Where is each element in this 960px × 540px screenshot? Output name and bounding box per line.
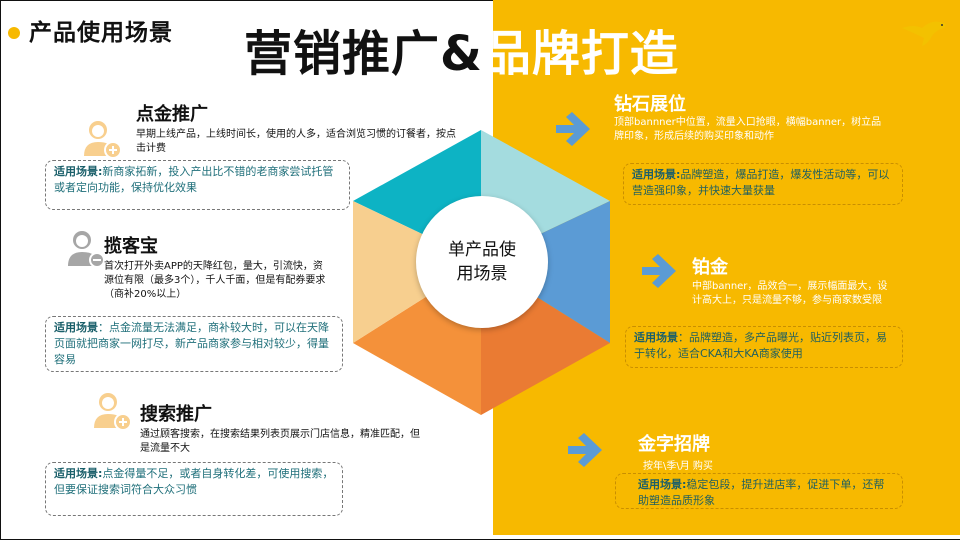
scene-box: 适用场景:点金得量不足，或者自身转化差，可使用搜索，但要保证搜索词符合大众习惯	[45, 462, 343, 516]
scene-label: 适用场景:	[54, 467, 103, 480]
item-description: 早期上线产品，上线时间长，使用的人多，适合浏览习惯的订餐者，按点击计费	[136, 129, 456, 154]
arrow-right-icon	[568, 433, 602, 467]
scene-text: ：点金流量无法满足，商补较大时，可以在天降页面就把商家一网打尽，新产品商家参与相…	[54, 321, 329, 366]
scene-text: 稳定包段，提升进店率，促进下单，还帮助塑造品质形象	[638, 478, 885, 507]
section-title: 产品使用场景	[29, 20, 173, 46]
item-title: 搜索推广	[140, 404, 212, 425]
scene-box: 适用场景:稳定包段，提升进店率，促进下单，还帮助塑造品质形象	[615, 473, 903, 509]
scene-text: 点金得量不足，或者自身转化差，可使用搜索，但要保证搜索词符合大众习惯	[54, 467, 334, 496]
item-description: 按年\季\月 购买	[643, 461, 713, 472]
scene-text: ：品牌塑造，多产品曝光，贴近列表页，易于转化，适合CKA和大KA商家使用	[634, 331, 887, 360]
item-title: 点金推广	[136, 104, 208, 125]
item-title: 铂金	[692, 257, 728, 278]
scene-label: 适用场景:	[632, 168, 681, 181]
scene-label: 适用场景	[54, 321, 98, 334]
bullet-dot-icon	[8, 27, 20, 39]
scene-text: 品牌塑造，爆品打造，爆发性活动等，可以营造强印象，并快速大量获量	[632, 168, 890, 197]
item-description: 首次打开外卖APP的天降红包，量大，引流快，资源位有限（最多3个），千人千面，但…	[104, 261, 326, 300]
user-add-icon	[94, 393, 132, 431]
scene-box: 适用场景：点金流量无法满足，商补较大时，可以在天降页面就把商家一网打尽，新产品商…	[45, 316, 343, 372]
scene-label: 适用场景:	[54, 165, 103, 178]
main-title: 营销推广&品牌打造	[244, 14, 679, 84]
item-description: 顶部bannner中位置，流量入口抢眼，横幅banner，树立品牌印象，形成后续…	[614, 117, 882, 142]
item-title: 揽客宝	[104, 236, 158, 257]
scene-label: 适用场景	[634, 331, 678, 344]
main-title-light-part: 品牌打造	[482, 26, 679, 82]
item-description: 中部banner，品效合一，展示幅面最大，设计高大上，只是流量不够，参与商家数受…	[692, 281, 888, 306]
scene-box: 适用场景：品牌塑造，多产品曝光，贴近列表页，易于转化，适合CKA和大KA商家使用	[625, 326, 903, 368]
scene-label: 适用场景:	[638, 478, 687, 491]
hub-label: 单产品使用场景	[448, 240, 516, 284]
item-description: 通过顾客搜索，在搜索结果列表页展示门店信息，精准匹配，但是流量不大	[140, 429, 420, 454]
item-title: 钻石展位	[614, 94, 686, 115]
scene-box: 适用场景:新商家拓新，投入产出比不错的老商家尝试托管或者定向功能，保持优化效果	[45, 160, 350, 210]
arrow-right-icon	[642, 254, 676, 288]
scene-text: 新商家拓新，投入产出比不错的老商家尝试托管或者定向功能，保持优化效果	[54, 165, 334, 194]
main-title-dark-part: 营销推广&	[244, 26, 483, 82]
user-add-icon	[84, 121, 122, 159]
arrow-right-icon	[556, 112, 590, 146]
kangaroo-logo-icon	[902, 21, 946, 46]
item-title: 金字招牌	[638, 434, 710, 455]
scene-box: 适用场景:品牌塑造，爆品打造，爆发性活动等，可以营造强印象，并快速大量获量	[623, 163, 903, 205]
user-remove-icon	[68, 231, 105, 268]
hub-circle: 单产品使用场景	[416, 196, 548, 328]
